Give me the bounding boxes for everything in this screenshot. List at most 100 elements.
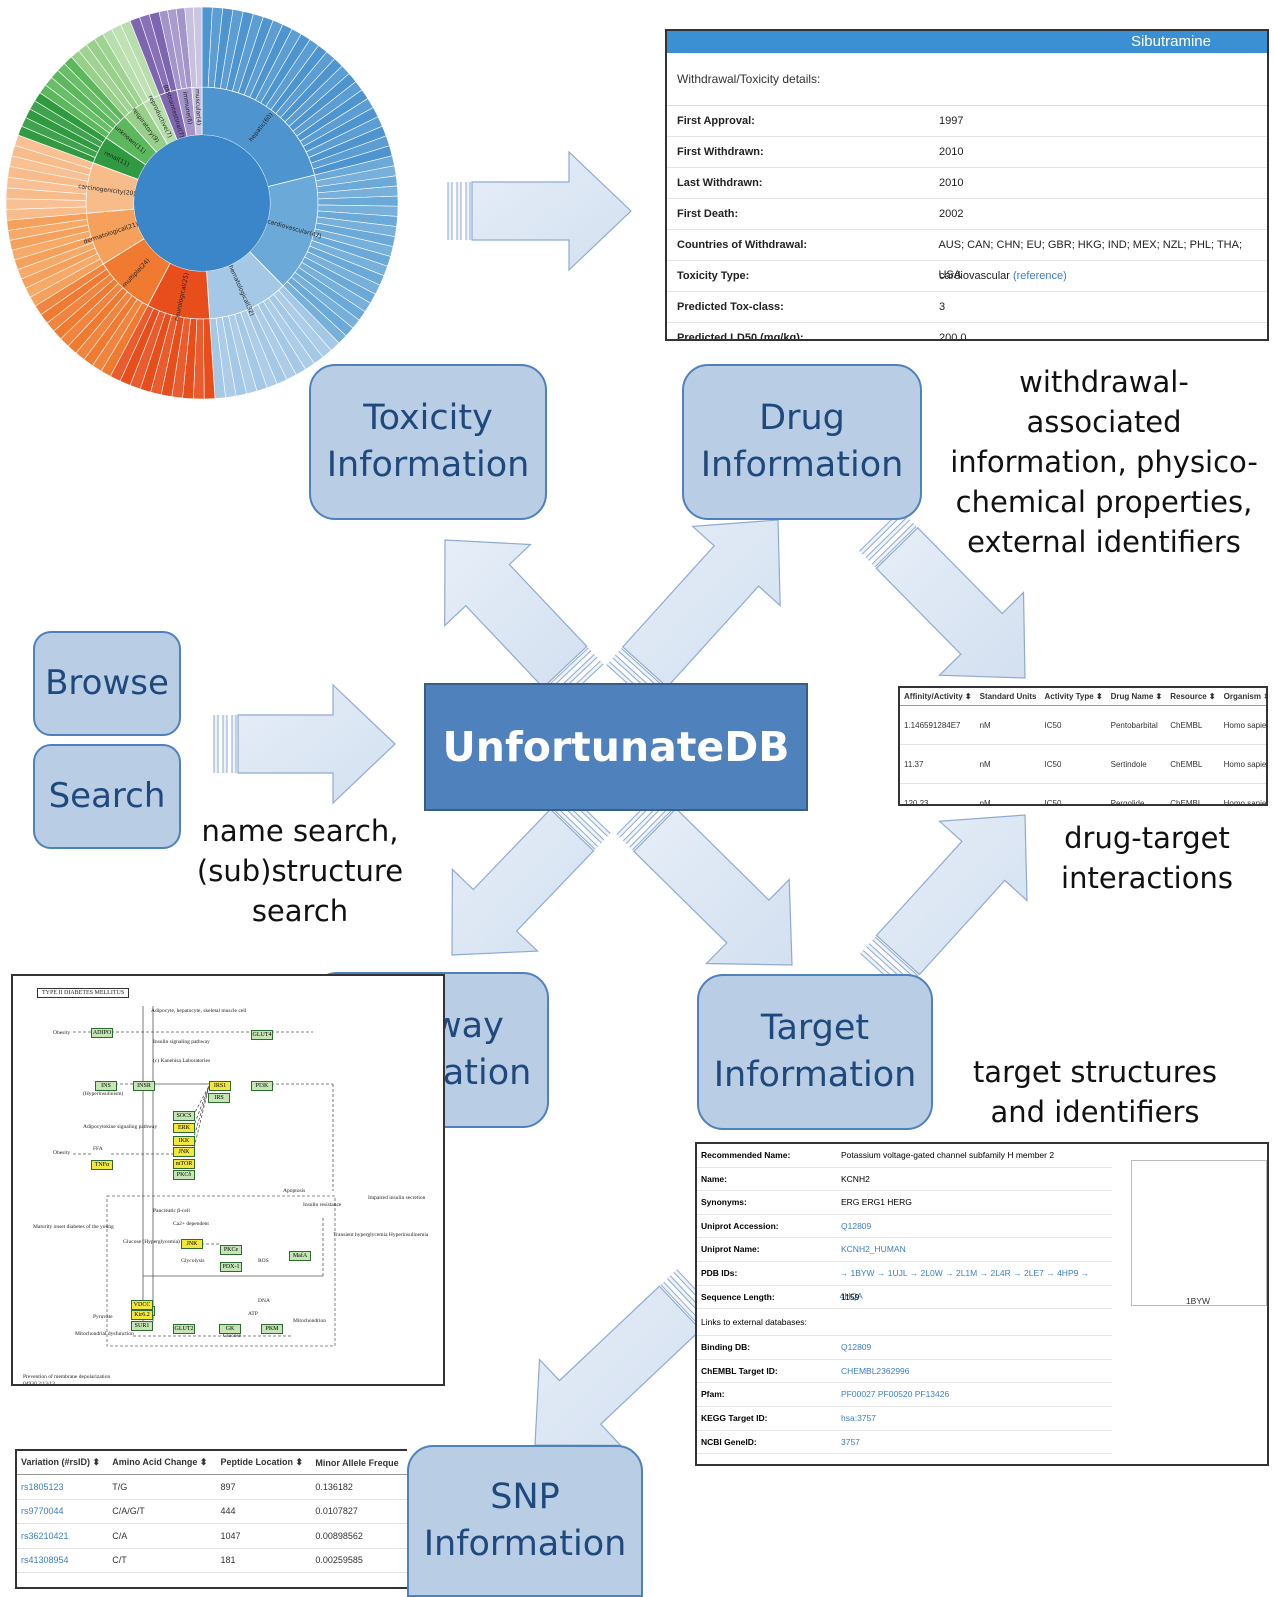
arrow-body <box>875 526 1026 679</box>
kegg-gene-box: GLUT2 <box>173 1324 195 1334</box>
kegg-gene-box: ADIPO <box>91 1028 113 1038</box>
drug-detail-row: Predicted Tox-class: 3 <box>667 292 1267 323</box>
kegg-gene-box-highlighted: JNK <box>173 1147 195 1157</box>
target-detail-row: Name:KCNH2 <box>697 1168 1112 1192</box>
drug-caption: withdrawal-associated information, physi… <box>950 365 1258 559</box>
table-cell: 11.37 <box>900 744 976 784</box>
table-cell: IC50 <box>1040 705 1107 745</box>
table-cell: 181 <box>216 1548 312 1573</box>
toxicity-information-node[interactable]: Toxicity Information <box>309 364 547 520</box>
kegg-gene-box: PKCδ <box>173 1170 195 1180</box>
kegg-label: Insulin signaling pathway <box>153 1039 210 1045</box>
drug-detail-key: First Withdrawn: <box>677 146 764 158</box>
drug-detail-row: Predicted LD50 (mg/kg):200.0 <box>667 323 1267 339</box>
target-detail-value: 1159 <box>841 1291 860 1302</box>
structure-caption: 1BYW <box>1185 1296 1211 1306</box>
snp-information-label: SNP Information <box>423 1477 627 1564</box>
external-link-row: KEGG Target ID: hsa:3757 <box>697 1407 1112 1431</box>
flow-arrow <box>860 814 1028 993</box>
kegg-gene-box-highlighted: IKK <box>173 1136 195 1146</box>
table-cell: 1047 <box>216 1523 312 1549</box>
arrow-body <box>621 519 781 688</box>
table-header-cell: Standard Units <box>975 688 1041 706</box>
kegg-connector <box>192 1085 210 1129</box>
target-detail-key: Synonyms: <box>701 1197 747 1208</box>
target-detail-value[interactable]: → 1BYW → 1UJL → 2L0W → 2L1M → 2L4R → 2LE… <box>839 1267 1090 1301</box>
target-detail-key: Sequence Length: <box>701 1291 775 1302</box>
kegg-gene-box-highlighted: JNK <box>181 1239 203 1249</box>
flow-arrow <box>213 683 396 805</box>
kegg-pathway-lines <box>73 1006 336 1347</box>
table-cell: nM <box>975 783 1041 804</box>
kegg-connector <box>192 1085 210 1153</box>
withdrawal-details-heading: Withdrawal/Toxicity details: <box>667 53 1267 106</box>
target-information-node[interactable]: Target Information <box>697 974 933 1130</box>
arrow-body <box>237 683 396 805</box>
table-header-cell: Variation (#rsID) ⬍ <box>17 1451 109 1475</box>
flow-arrow <box>616 791 793 966</box>
drug-title: Sibutramine <box>667 31 1267 53</box>
kegg-label: Mitochondrial dysfunction <box>75 1331 134 1337</box>
kegg-connector <box>192 1085 210 1117</box>
external-link-row: Pfam: PF00027 PF00520 PF13426 <box>697 1383 1112 1407</box>
table-cell: 897 <box>216 1474 312 1500</box>
external-link-key: NCBI GeneID: <box>701 1436 757 1447</box>
target-detail-key: Recommended Name: <box>701 1150 791 1160</box>
target-detail-key: Uniprot Name: <box>701 1244 760 1255</box>
unfortunatedb-center-node[interactable]: UnfortunateDB <box>424 683 808 811</box>
snp-information-node[interactable]: SNP Information <box>407 1445 643 1597</box>
toxicity-sunburst-chart: hepatic(60)cardiovascular(47)hematologic… <box>5 6 399 400</box>
drug-information-node[interactable]: Drug Information <box>682 364 922 520</box>
external-link-value[interactable]: 3757 <box>841 1436 860 1447</box>
target-detail-row: Synonyms:ERG ERG1 HERG <box>697 1191 1112 1215</box>
table-cell: IC50 <box>1040 783 1107 804</box>
arrow-body <box>633 807 793 966</box>
table-cell: Homo sapiens <box>1219 744 1266 784</box>
flow-arrow <box>451 791 611 956</box>
external-link-key: Pfam: <box>701 1389 725 1400</box>
kegg-label: Adipocytokine signaling pathway <box>83 1124 158 1130</box>
external-link-value[interactable]: hsa:3757 <box>841 1412 876 1423</box>
external-link-row: NCBI GeneID: 3757 <box>697 1431 1112 1455</box>
table-cell: IC50 <box>1040 744 1107 784</box>
table-cell: C/A/G/T <box>108 1499 217 1524</box>
table-cell: ChEMBL <box>1166 744 1220 784</box>
external-link-key: KEGG Target ID: <box>701 1412 768 1423</box>
kegg-gene-box: GLUT4 <box>251 1030 273 1040</box>
external-link-key: ChEMBL Target ID: <box>701 1365 778 1376</box>
search-node[interactable]: Search <box>33 744 181 849</box>
table-cell: Homo sapiens <box>1219 705 1266 745</box>
arrow-body <box>444 539 588 689</box>
table-cell[interactable]: rs41308954 <box>17 1548 109 1573</box>
drug-detail-value: 3 <box>939 301 946 313</box>
kegg-label: Glycolysis <box>181 1258 205 1264</box>
table-cell: Homo sapiens <box>1219 783 1266 804</box>
arrow-body <box>471 150 632 272</box>
table-cell[interactable]: rs36210421 <box>17 1523 109 1549</box>
kegg-gene-box: INSR <box>133 1081 155 1091</box>
target-detail-value[interactable]: KCNH2_HUMAN <box>841 1244 906 1255</box>
arrow-stripe-inner <box>866 517 910 561</box>
reference-link[interactable]: (reference) <box>1012 270 1067 282</box>
browse-node[interactable]: Browse <box>33 631 181 736</box>
table-cell[interactable]: rs9770044 <box>17 1499 109 1524</box>
table-cell: 0.136182 <box>311 1474 407 1500</box>
drug-detail-value: cardiovascular (reference) <box>939 270 1067 282</box>
target-detail-value[interactable]: Q12809 <box>841 1220 872 1231</box>
kegg-connector <box>192 1085 210 1141</box>
table-cell[interactable]: rs1805123 <box>17 1474 109 1500</box>
drug-detail-value: 2010 <box>939 146 964 158</box>
search-label: Search <box>48 776 166 816</box>
external-link-value[interactable]: CHEMBL2362996 <box>841 1365 910 1376</box>
drug-detail-key: Predicted Tox-class: <box>677 301 784 313</box>
external-link-value[interactable]: PF00027 PF00520 PF13426 <box>841 1389 950 1400</box>
kegg-gene-box: GK <box>219 1324 241 1334</box>
snp-table: Variation (#rsID) ⬍Amino Acid Change ⬍Pe… <box>15 1449 407 1589</box>
external-link-value[interactable]: Q12809 <box>841 1342 872 1353</box>
